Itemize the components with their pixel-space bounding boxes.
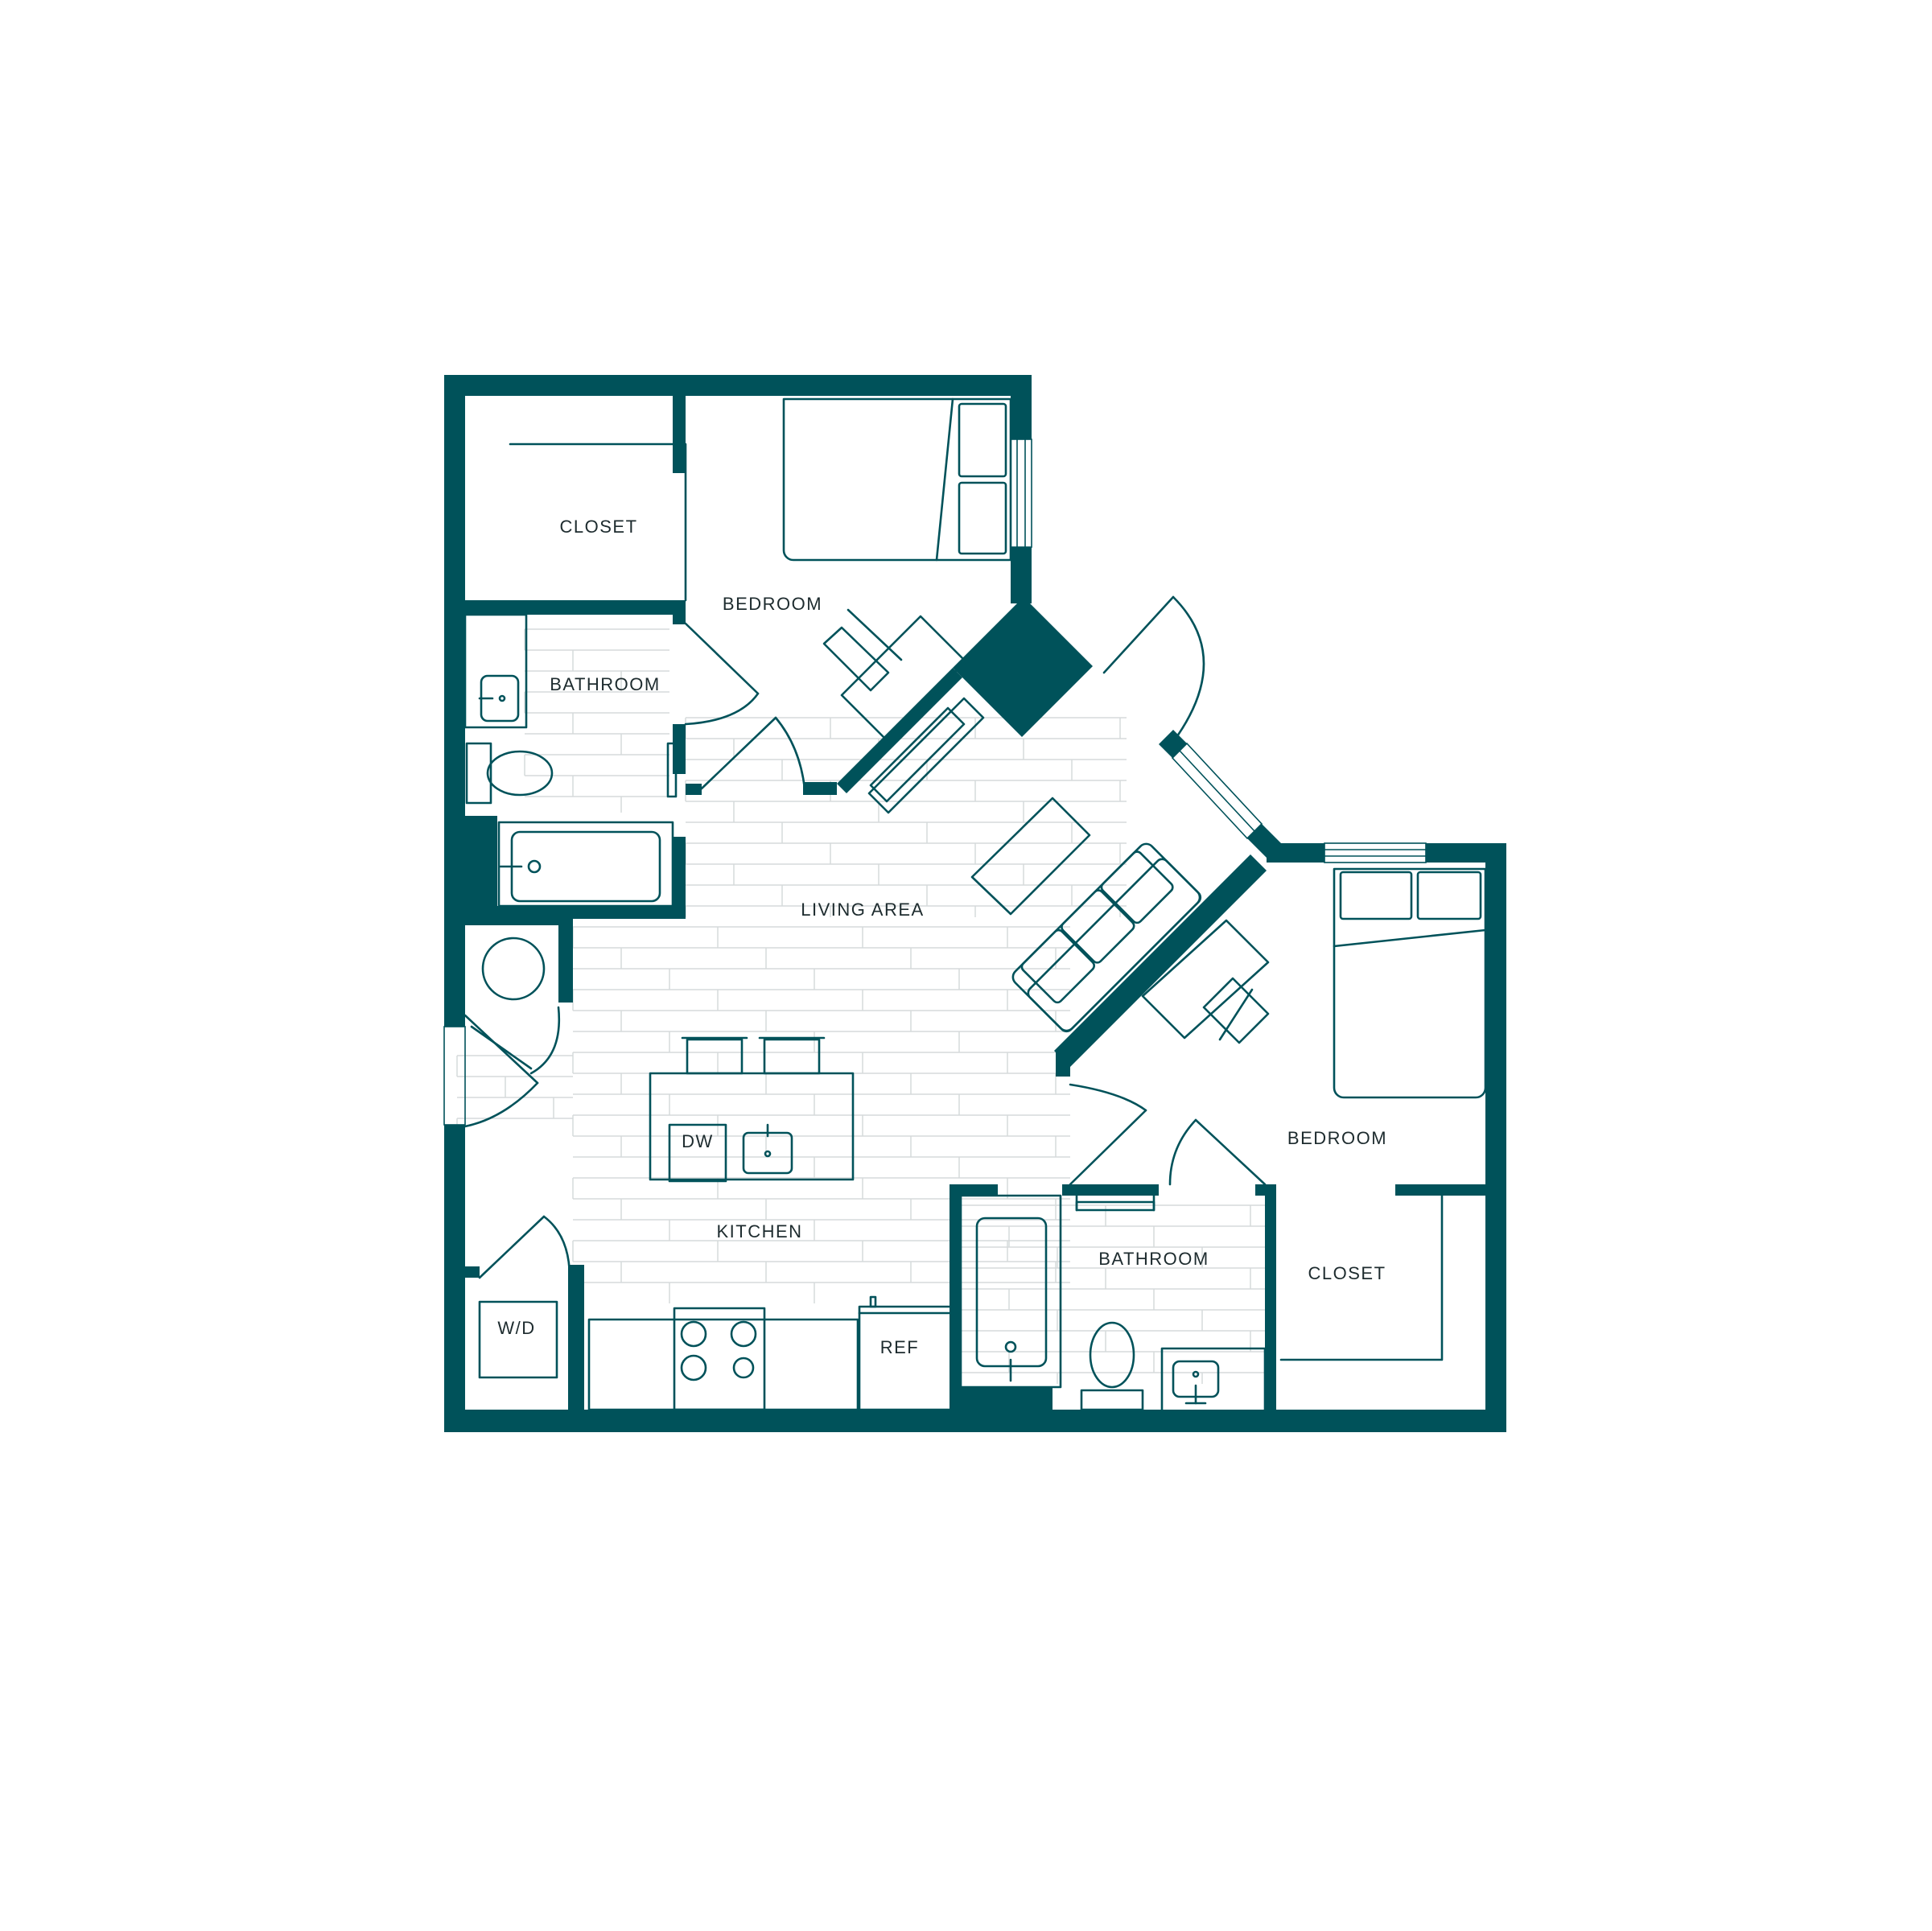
bathroom-2-fixtures — [959, 1194, 1267, 1418]
room-label-kitchen: KITCHEN — [716, 1221, 802, 1241]
room-labels: CLOSET BEDROOM BATHROOM LIVING AREA KITC… — [497, 517, 1387, 1357]
bedroom-2-furniture — [1279, 867, 1487, 1361]
living-furniture — [970, 797, 1270, 1044]
walls — [444, 375, 1506, 1432]
bedroom-1-furniture — [509, 397, 1012, 814]
room-label-living-area: LIVING AREA — [801, 900, 924, 920]
appliance-label-refrigerator: REF — [880, 1337, 920, 1357]
room-label-bathroom-2: BATHROOM — [1098, 1249, 1209, 1269]
room-label-closet-1: CLOSET — [559, 517, 637, 537]
water-heater — [481, 937, 546, 1001]
room-label-bathroom-1: BATHROOM — [550, 674, 660, 694]
room-label-bedroom-1: BEDROOM — [723, 594, 822, 614]
appliance-label-washer-dryer: W/D — [497, 1318, 535, 1338]
room-label-closet-2: CLOSET — [1308, 1263, 1386, 1283]
doors — [463, 595, 1267, 1279]
room-label-bedroom-2: BEDROOM — [1287, 1128, 1387, 1148]
kitchen-island — [649, 1036, 855, 1183]
bathroom-1-fixtures — [463, 613, 678, 908]
appliance-label-dishwasher: DW — [682, 1131, 714, 1151]
kitchen-counter — [478, 1295, 959, 1411]
windows — [443, 438, 1427, 1126]
